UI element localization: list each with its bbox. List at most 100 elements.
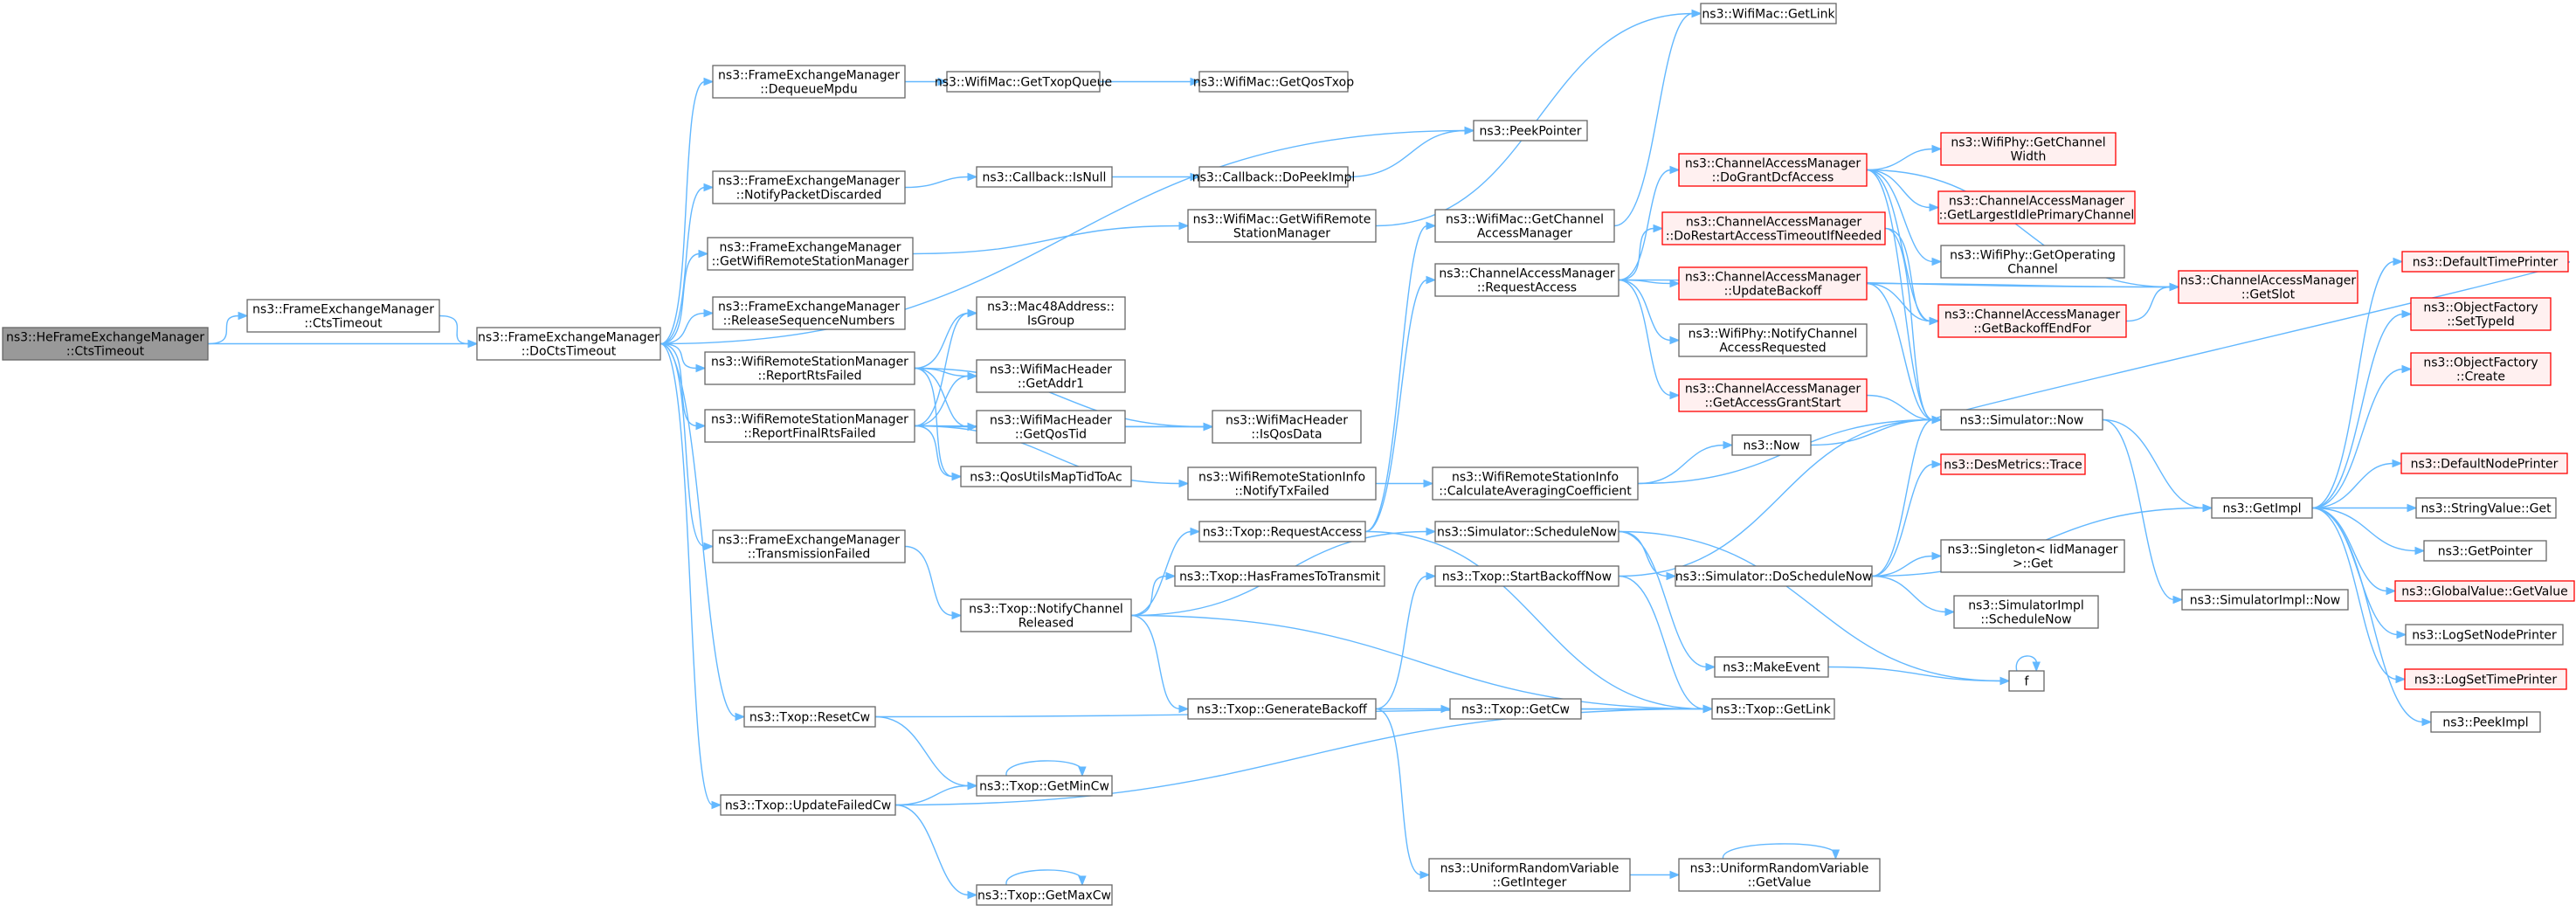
node-notifytxfailed[interactable]: ns3::WifiRemoteStationInfo::NotifyTxFail… [1187,466,1377,501]
edge-arrowhead [967,890,978,900]
node-settypeid[interactable]: ns3::ObjectFactory::SetTypeId [2410,297,2552,331]
node-box [2178,270,2358,304]
node-f[interactable]: f [2008,670,2045,692]
node-dequeue[interactable]: ns3::FrameExchangeManager::DequeueMpdu [712,65,906,99]
node-getimpl[interactable]: ns3::GetImpl [2211,497,2313,519]
node-box [712,529,906,563]
edge-line [1618,227,1655,281]
node-getwrsm[interactable]: ns3::FrameExchangeManager::GetWifiRemote… [707,237,914,271]
node-peekimpl[interactable]: ns3::PeekImpl [2430,711,2541,733]
node-fem-ctstimeout[interactable]: ns3::FrameExchangeManager::CtsTimeout [246,299,440,333]
node-macgetwrsm[interactable]: ns3::WifiMac::GetWifiRemoteStationManage… [1187,209,1377,243]
node-txfailed[interactable]: ns3::FrameExchangeManager::TransmissionF… [712,529,906,563]
node-label-line: ns3::GetPointer [2438,545,2533,559]
node-box [1940,453,2086,475]
node-getlink[interactable]: ns3::WifiMac::GetLink [1700,3,1837,24]
node-qosutils[interactable]: ns3::QosUtilsMapTidToAc [960,466,1132,487]
edge-arrowhead [1702,704,1714,714]
node-gettxopqueue[interactable]: ns3::WifiMac::GetTxopQueue [935,71,1112,93]
node-uniform-getvalue[interactable]: ns3::UniformRandomVariable::GetValue [1678,858,1881,892]
node-root[interactable]: ns3::HeFrameExchangeManager::CtsTimeout [2,327,209,361]
node-dograntdcf[interactable]: ns3::ChannelAccessManager::DoGrantDcfAcc… [1678,153,1868,187]
node-reportrts[interactable]: ns3::WifiRemoteStationManager::ReportRts… [704,351,915,385]
node-label-line: ns3::Txop::UpdateFailedCw [725,799,891,813]
node-logsetnodeprinter[interactable]: ns3::LogSetNodePrinter [2405,624,2564,646]
edge-line [1375,12,1694,227]
node-isqosdata[interactable]: ns3::WifiMacHeader::IsQosData [1212,410,1362,444]
node-uniform-getint[interactable]: ns3::UniformRandomVariable::GetInteger [1428,858,1631,892]
node-box [1174,565,1385,587]
edge-line [2125,286,2172,322]
node-simimpl-schednow[interactable]: ns3::SimulatorImpl::ScheduleNow [1953,595,2099,629]
node-simimplnow[interactable]: ns3::SimulatorImpl::Now [2181,589,2349,611]
node-getcw[interactable]: ns3::Txop::GetCw [1449,698,1582,720]
node-getaccessgrant[interactable]: ns3::ChannelAccessManager::GetAccessGran… [1678,378,1868,412]
edge-requestaccess-txop-to-txop-getlink [1364,530,1714,714]
node-singleton[interactable]: ns3::Singleton< IidManager>::Get [1940,539,2125,573]
node-makeevent[interactable]: ns3::MakeEvent [1714,656,1829,678]
node-calcavg[interactable]: ns3::WifiRemoteStationInfo::CalculateAve… [1432,466,1639,501]
node-notifychaccreq[interactable]: ns3::WifiPhy::NotifyChannelAccessRequest… [1678,323,1868,357]
node-reportfinal[interactable]: ns3::WifiRemoteStationManager::ReportFin… [704,409,915,443]
node-doschedulenow[interactable]: ns3::Simulator::DoScheduleNow [1675,565,1873,587]
node-peekpointer[interactable]: ns3::PeekPointer [1473,120,1588,142]
node-getaddr1[interactable]: ns3::WifiMacHeader::GetAddr1 [976,359,1126,393]
node-box [1937,190,2136,225]
node-defaultnodeprinter[interactable]: ns3::DefaultNodePrinter [2400,453,2568,474]
edge-arrowhead [467,339,479,349]
node-globalvalue[interactable]: ns3::GlobalValue::GetValue [2394,580,2575,602]
node-desmetrics[interactable]: ns3::DesMetrics::Trace [1940,453,2086,475]
node-resetcw[interactable]: ns3::Txop::ResetCw [743,706,876,728]
node-requestaccess-txop[interactable]: ns3::Txop::RequestAccess [1198,521,1366,542]
node-label-line: ::ScheduleNow [1980,613,2071,627]
node-notifypkt[interactable]: ns3::FrameExchangeManager::NotifyPacketD… [712,170,906,204]
node-label-line: ns3::Txop::RequestAccess [1203,526,1363,540]
node-updatebackoff[interactable]: ns3::ChannelAccessManager::UpdateBackoff [1678,266,1868,301]
node-isgroup[interactable]: ns3::Mac48Address::IsGroup [976,296,1126,330]
edge-docts-to-releaseseq [660,308,715,345]
node-updatefailedcw[interactable]: ns3::Txop::UpdateFailedCw [720,794,896,816]
edge-line [1810,418,1934,446]
node-box [1434,521,1619,542]
node-defaulttimeprinter[interactable]: ns3::DefaultTimePrinter [2401,251,2569,273]
node-getlargestidle[interactable]: ns3::ChannelAccessManager::GetLargestIdl… [1937,190,2136,225]
node-getqostid[interactable]: ns3::WifiMacHeader::GetQosTid [976,410,1126,444]
node-box [2415,497,2557,519]
node-getmaxcw[interactable]: ns3::Txop::GetMaxCw [976,884,1113,906]
node-logsettimeprinter[interactable]: ns3::LogSetTimePrinter [2404,668,2567,690]
node-txop-getlink[interactable]: ns3::Txop::GetLink [1711,698,1835,720]
node-dorestart[interactable]: ns3::ChannelAccessManager::DoRestartAcce… [1661,211,1886,245]
node-hasframes[interactable]: ns3::Txop::HasFramesToTransmit [1174,565,1385,587]
edge-line [1130,575,1168,617]
edge-line [660,342,698,370]
node-stringvalueget[interactable]: ns3::StringValue::Get [2415,497,2557,519]
node-getpointer[interactable]: ns3::GetPointer [2423,540,2547,562]
node-docts[interactable]: ns3::FrameExchangeManager::DoCtsTimeout [476,327,661,361]
node-label-line: ::GetAddr1 [1018,377,1084,391]
node-genbackoff[interactable]: ns3::Txop::GenerateBackoff [1187,698,1377,720]
node-getmincw[interactable]: ns3::Txop::GetMinCw [976,775,1113,797]
edge-arrowhead [967,781,978,791]
edge-arrowhead [1419,870,1431,880]
node-layer: ns3::HeFrameExchangeManager::CtsTimeoutn… [2,3,2575,906]
node-ns3now[interactable]: ns3::Now [1731,434,1812,456]
node-ofcreate[interactable]: ns3::ObjectFactory::Create [2410,352,2552,386]
node-getqostxop[interactable]: ns3::WifiMac::GetQosTxop [1193,71,1354,93]
node-cbisnull[interactable]: ns3::Callback::IsNull [976,166,1113,188]
node-cbdopeek[interactable]: ns3::Callback::DoPeekImpl [1192,166,1356,188]
node-simnow[interactable]: ns3::Simulator::Now [1940,409,2103,431]
node-startbackoffnow[interactable]: ns3::Txop::StartBackoffNow [1434,565,1619,587]
node-releaseseq[interactable]: ns3::FrameExchangeManager::ReleaseSequen… [712,296,906,330]
node-cam-reqaccess[interactable]: ns3::ChannelAccessManager::RequestAccess [1434,263,1619,297]
node-getbackoffendfor[interactable]: ns3::ChannelAccessManager::GetBackoffEnd… [1937,304,2127,338]
node-getslot[interactable]: ns3::ChannelAccessManager::GetSlot [2178,270,2358,304]
edge-makeevent-to-f [1827,666,2011,686]
edge-getmaxcw-to-getmaxcw [1005,869,1087,887]
node-schedulenow[interactable]: ns3::Simulator::ScheduleNow [1434,521,1619,542]
edge-getimpl-to-stringvalueget [2312,503,2418,513]
node-label-line: ns3::WifiPhy::GetOperating [1950,249,2116,263]
